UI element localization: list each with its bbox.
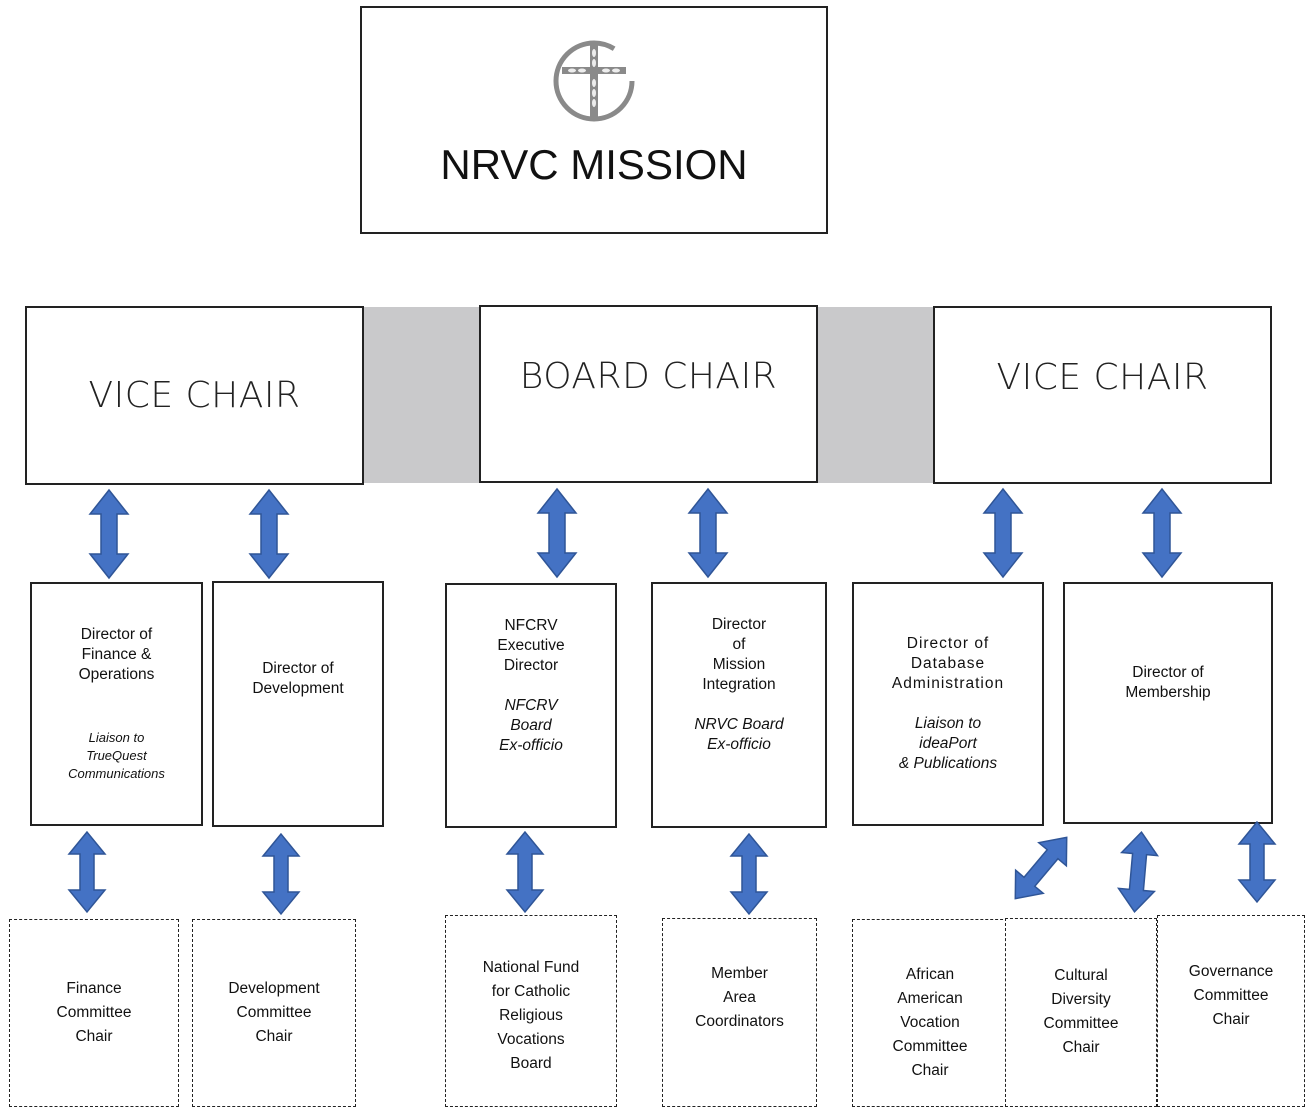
committee-label: Development Committee Chair bbox=[228, 980, 320, 1045]
director-box-database: Director of Database Administration Liai… bbox=[852, 582, 1044, 826]
cross-wheat-logo-icon bbox=[553, 40, 635, 122]
double-arrow-icon bbox=[983, 488, 1023, 578]
director-title: Director of Development bbox=[252, 660, 344, 697]
committee-box-national-fund: National Fund for Catholic Religious Voc… bbox=[445, 915, 617, 1107]
director-note: NRVC Board Ex-officio bbox=[694, 716, 784, 753]
committee-box-member-area: Member Area Coordinators bbox=[662, 918, 817, 1107]
connector-band-right bbox=[816, 307, 936, 483]
committee-label: Finance Committee Chair bbox=[56, 980, 132, 1045]
vice-chair-right-label: VICE CHAIR bbox=[996, 356, 1209, 398]
double-arrow-icon bbox=[262, 833, 300, 915]
mission-box: NRVC MISSION bbox=[360, 6, 828, 234]
committee-box-finance: Finance Committee Chair bbox=[9, 919, 179, 1107]
double-arrow-icon bbox=[1142, 488, 1182, 578]
committee-box-development: Development Committee Chair bbox=[192, 919, 356, 1107]
double-arrow-icon bbox=[249, 489, 289, 579]
committee-box-african-american: African American Vocation Committee Chai… bbox=[852, 919, 1008, 1107]
double-arrow-icon bbox=[1000, 825, 1082, 911]
board-chair-box: BOARD CHAIR bbox=[479, 305, 818, 483]
mission-title: NRVC MISSION bbox=[440, 141, 748, 188]
committee-label: Cultural Diversity Committee Chair bbox=[1043, 966, 1119, 1056]
double-arrow-icon bbox=[68, 831, 106, 913]
committee-box-cultural-diversity: Cultural Diversity Committee Chair bbox=[1005, 918, 1157, 1107]
director-title: Director of Database Administration bbox=[891, 635, 1005, 692]
committee-box-governance: Governance Committee Chair bbox=[1157, 915, 1305, 1107]
vice-chair-left-box: VICE CHAIR bbox=[25, 306, 364, 485]
director-title: NFCRV Executive Director bbox=[497, 616, 565, 674]
committee-label: National Fund for Catholic Religious Voc… bbox=[482, 959, 580, 1072]
committee-label: Governance Committee Chair bbox=[1188, 963, 1274, 1028]
director-title: Director of Membership bbox=[1125, 664, 1211, 701]
vice-chair-left-label: VICE CHAIR bbox=[88, 375, 301, 416]
director-box-development: Director of Development bbox=[212, 581, 384, 827]
director-note: Liaison to ideaPort & Publications bbox=[898, 715, 998, 772]
committee-label: African American Vocation Committee Chai… bbox=[892, 966, 968, 1079]
connector-band-left bbox=[362, 307, 482, 483]
committee-label: Member Area Coordinators bbox=[695, 964, 784, 1030]
double-arrow-icon bbox=[1238, 821, 1276, 903]
double-arrow-icon bbox=[506, 831, 544, 913]
director-note: Liaison to TrueQuest Communications bbox=[68, 730, 165, 781]
double-arrow-icon bbox=[730, 833, 768, 915]
double-arrow-icon bbox=[537, 488, 577, 578]
double-arrow-icon bbox=[89, 489, 129, 579]
vice-chair-right-box: VICE CHAIR bbox=[933, 306, 1272, 484]
board-chair-label: BOARD CHAIR bbox=[519, 355, 778, 397]
director-title: Director of Mission Integration bbox=[702, 616, 776, 693]
double-arrow-icon bbox=[688, 488, 728, 578]
director-box-mission-integration: Director of Mission Integration NRVC Boa… bbox=[651, 582, 827, 828]
director-box-finance: Director of Finance & Operations Liaison… bbox=[30, 582, 203, 826]
double-arrow-icon bbox=[1115, 829, 1161, 915]
director-box-nfcrv: NFCRV Executive Director NFCRV Board Ex-… bbox=[445, 583, 617, 828]
director-title: Director of Finance & Operations bbox=[78, 626, 155, 683]
director-box-membership: Director of Membership bbox=[1063, 582, 1273, 824]
director-note: NFCRV Board Ex-officio bbox=[499, 696, 563, 754]
